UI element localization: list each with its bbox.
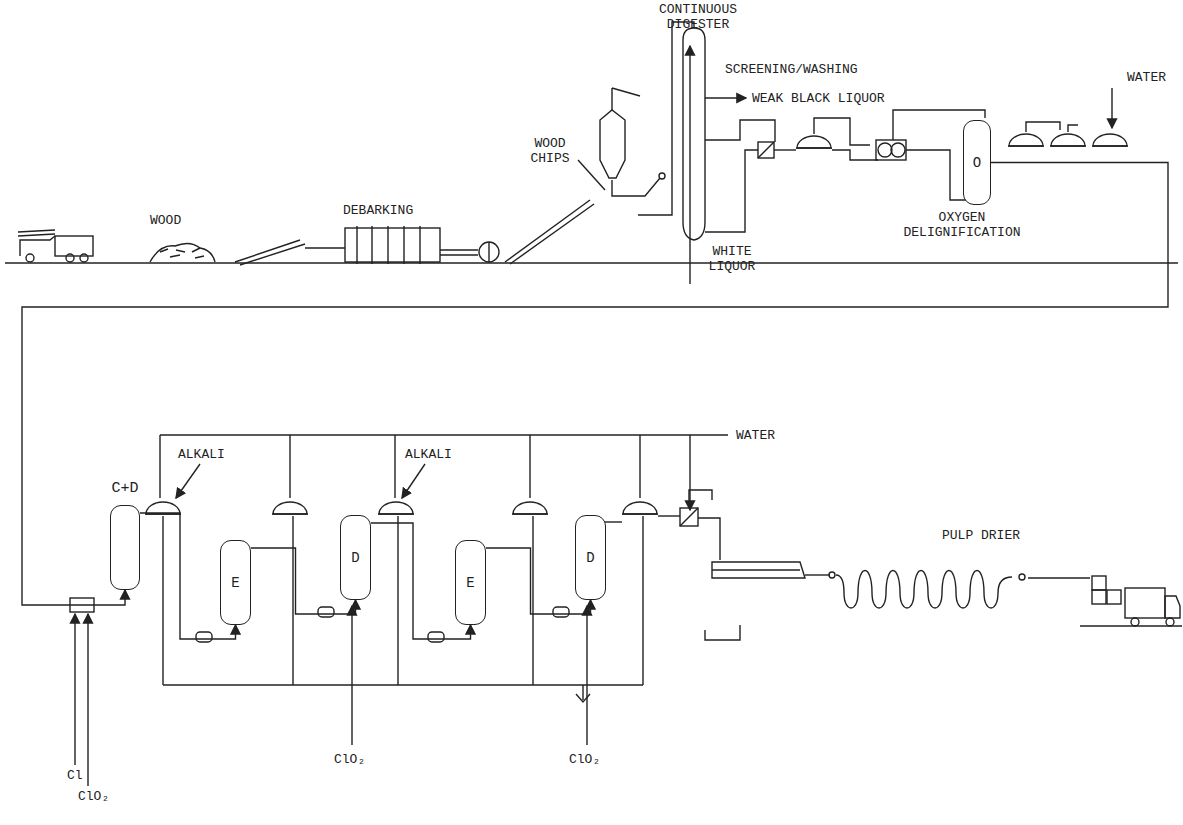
process-label: WATER [1127, 70, 1166, 85]
vessel-label: O [964, 155, 990, 171]
vessel-label: E [456, 575, 485, 591]
process-label: ClO₂ [78, 789, 109, 804]
process-label: ClO₂ [334, 752, 365, 767]
vessel-label: E [221, 575, 250, 591]
process-label: ALKALI [405, 447, 452, 462]
vessel-label: D [576, 550, 605, 566]
process-label: WHITE LIQUOR [700, 244, 764, 274]
vessel-label: C+D [111, 480, 138, 497]
process-label: Cl [67, 768, 83, 783]
process-label: ClO₂ [569, 752, 600, 767]
process-label: DEBARKING [343, 203, 413, 218]
process-label: OXYGEN DELIGNIFICATION [882, 210, 1042, 240]
pulp-flow-line [22, 163, 1168, 606]
process-label: WOOD CHIPS [522, 136, 578, 166]
process-label: WATER [736, 428, 775, 443]
chlorination-tower: C+D [110, 505, 140, 590]
oxygen-reactor: O [963, 120, 991, 205]
process-label: WOOD [150, 213, 181, 228]
extraction-tower: E [455, 540, 486, 625]
process-label: PULP DRIER [942, 528, 1020, 543]
dioxide-tower: D [575, 515, 606, 600]
vessel-label: D [341, 550, 370, 566]
extraction-tower: E [220, 540, 251, 625]
process-label: SCREENING/WASHING [725, 62, 858, 77]
process-label: CONTINUOUS DIGESTER [652, 2, 744, 32]
process-label: WEAK BLACK LIQUOR [752, 91, 885, 106]
process-label: ALKALI [178, 447, 225, 462]
dioxide-tower: D [340, 515, 371, 600]
